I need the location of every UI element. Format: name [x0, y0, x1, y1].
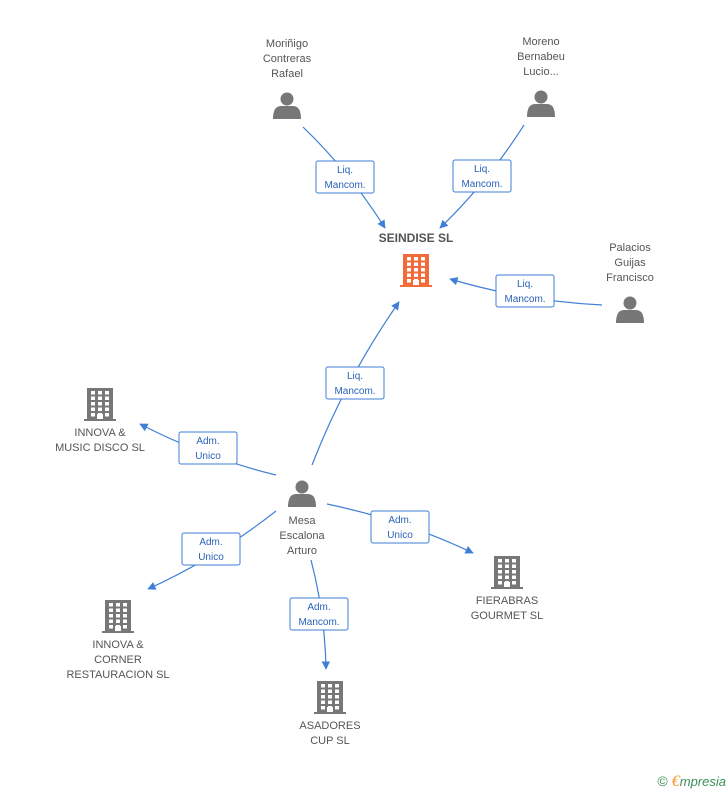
person-icon: [273, 92, 301, 119]
person-icon: [616, 296, 644, 323]
edge-label-text: Liq.: [517, 279, 533, 290]
node-label: Lucio...: [523, 66, 558, 78]
node-seindise[interactable]: SEINDISE SL: [379, 231, 454, 287]
node-innova_music[interactable]: INNOVA & MUSIC DISCO SL: [55, 388, 145, 454]
node-label: Mesa: [289, 515, 317, 527]
node-label: MUSIC DISCO SL: [55, 442, 145, 454]
edge-moreno-to-seindise: Liq. Mancom.: [439, 124, 525, 229]
node-label: ASADORES: [299, 720, 360, 732]
node-label: Arturo: [287, 545, 317, 557]
node-label: Rafael: [271, 68, 303, 80]
edge-label-text: Mancom.: [334, 386, 375, 397]
node-label: Moreno: [522, 36, 559, 48]
node-asadores[interactable]: ASADORES CUP SL: [299, 681, 361, 747]
edge-mesa-to-asadores: Adm. Mancom.: [289, 559, 349, 670]
node-label: RESTAURACION SL: [66, 669, 169, 681]
edge-label-box: [325, 366, 385, 400]
node-label: FIERABRAS: [476, 595, 538, 607]
edge-label-text: Mancom.: [324, 180, 365, 191]
node-label: Escalona: [279, 530, 325, 542]
node-label: INNOVA &: [74, 427, 126, 439]
building-icon: [314, 681, 346, 714]
edge-label-box: [289, 597, 349, 631]
edge-label-text: Adm.: [196, 436, 219, 447]
copyright-symbol: ©: [657, 773, 668, 789]
node-label: Contreras: [263, 53, 312, 65]
edge-label-box: [370, 510, 430, 544]
node-label: SEINDISE SL: [379, 231, 454, 245]
node-label: Francisco: [606, 272, 654, 284]
node-label: INNOVA &: [92, 639, 144, 651]
node-label: CUP SL: [310, 735, 350, 747]
brand-logo-text: mpresia: [679, 774, 726, 789]
edge-label-text: Liq.: [474, 164, 490, 175]
edge-label-text: Mancom.: [461, 179, 502, 190]
edge-label-text: Unico: [387, 530, 413, 541]
edge-label-text: Mancom.: [298, 617, 339, 628]
edge-mesa-to-innova_music: Adm. Unico: [139, 423, 277, 476]
person-icon: [288, 480, 316, 507]
edge-label-text: Adm.: [388, 515, 411, 526]
edge-label-box: [178, 431, 238, 465]
node-label: Moriñigo: [266, 38, 308, 50]
edge-label-text: Liq.: [337, 165, 353, 176]
edge-label-text: Unico: [195, 451, 221, 462]
edge-palacios-to-seindise: Liq. Mancom.: [449, 274, 603, 308]
brand-logo-initial: €: [671, 773, 680, 790]
edge-label-box: [452, 159, 512, 193]
node-innova_corner[interactable]: INNOVA & CORNER RESTAURACION SL: [66, 600, 170, 681]
edge-label-text: Adm.: [307, 602, 330, 613]
building-icon: [491, 556, 523, 589]
person-icon: [527, 90, 555, 117]
node-label: Bernabeu: [517, 51, 565, 63]
edge-mesa-to-seindise: Liq. Mancom.: [311, 301, 400, 466]
node-label: CORNER: [94, 654, 142, 666]
edge-label-text: Unico: [198, 552, 224, 563]
building-icon: [400, 254, 432, 287]
edge-label-text: Mancom.: [504, 294, 545, 305]
node-moreno[interactable]: MorenoBernabeuLucio...: [517, 36, 565, 117]
node-label: Guijas: [614, 257, 646, 269]
building-icon: [84, 388, 116, 421]
edge-morinigo-to-seindise: Liq. Mancom.: [302, 126, 386, 229]
node-fierabras[interactable]: FIERABRAS GOURMET SL: [471, 556, 544, 622]
edge-mesa-to-fierabras: Adm. Unico: [326, 503, 474, 554]
node-label: GOURMET SL: [471, 610, 544, 622]
edge-label-text: Adm.: [199, 537, 222, 548]
edge-label-box: [495, 274, 555, 308]
edge-label-box: [315, 160, 375, 194]
building-icon: [102, 600, 134, 633]
edge-mesa-to-innova_corner: Adm. Unico: [147, 510, 277, 590]
empresia-watermark: ©€mpresia: [657, 773, 726, 791]
edge-label-text: Liq.: [347, 371, 363, 382]
node-label: Palacios: [609, 242, 651, 254]
edge-label-box: [181, 532, 241, 566]
